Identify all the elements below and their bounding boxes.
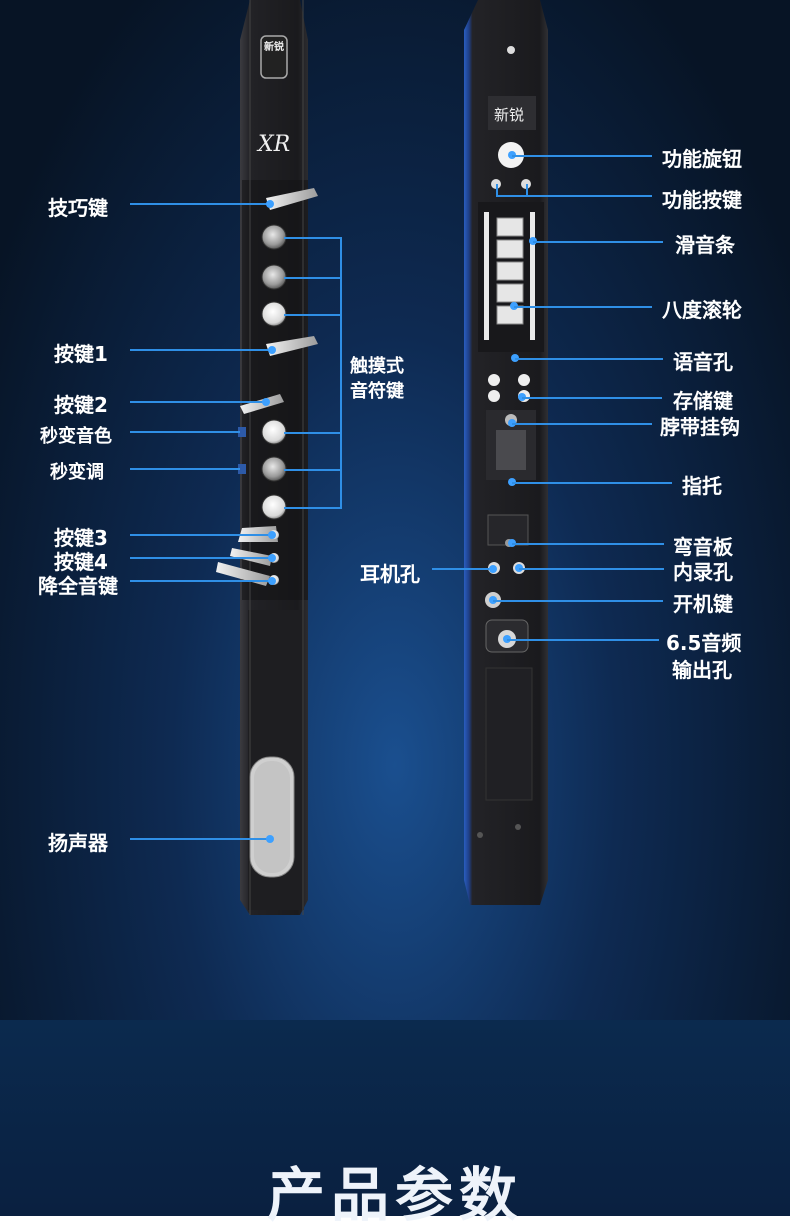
label-voice-hole: 语音孔 <box>673 350 733 374</box>
bracket-vertical <box>340 237 342 509</box>
label-function-knob: 功能旋钮 <box>662 147 742 171</box>
hero-background <box>0 0 790 1020</box>
label-strap-hook: 脖带挂钩 <box>660 415 740 439</box>
leader-dot <box>268 554 276 562</box>
leader-key3 <box>130 534 272 536</box>
leader-thumb-rest <box>512 482 672 484</box>
label-save-key: 存储键 <box>673 389 733 413</box>
label-headphone-jack: 耳机孔 <box>360 562 420 586</box>
label-speaker: 扬声器 <box>48 831 108 855</box>
leader-headphone <box>432 568 492 570</box>
leader-pitch-bend <box>512 543 664 545</box>
bracket-line <box>284 277 342 279</box>
leader-strap-hook <box>512 423 652 425</box>
leader-key1 <box>130 349 272 351</box>
leader-dot <box>268 346 276 354</box>
bracket-line <box>284 314 342 316</box>
leader-function-button-v <box>496 184 498 196</box>
label-skill-key: 技巧键 <box>48 196 108 220</box>
label-internal-record: 内录孔 <box>673 560 733 584</box>
section-background <box>0 1020 790 1216</box>
label-key1: 按键1 <box>54 342 108 366</box>
label-audio-out-2: 输出孔 <box>672 658 732 682</box>
label-glide-strip: 滑音条 <box>675 233 735 257</box>
left-brand-badge: 新锐 <box>264 42 284 53</box>
left-model-logo: XR <box>258 132 291 157</box>
section-title: 产品参数 <box>266 1161 523 1229</box>
label-octave-wheel: 八度滚轮 <box>662 298 742 322</box>
leader-flat-key <box>130 580 272 582</box>
label-instant-key: 秒变调 <box>50 462 104 483</box>
label-key3: 按键3 <box>54 526 108 550</box>
leader-key2 <box>130 401 266 403</box>
leader-voice-hole <box>515 358 663 360</box>
label-pitch-bend: 弯音板 <box>673 535 733 559</box>
label-key4: 按键4 <box>54 550 108 574</box>
leader-instant-timbre <box>130 431 240 433</box>
leader-octave-wheel <box>514 306 652 308</box>
leader-glide-strip <box>533 241 663 243</box>
bracket-line <box>284 432 342 434</box>
label-touch-note-keys-2: 音符键 <box>350 381 404 402</box>
leader-dot <box>262 398 270 406</box>
leader-dot <box>268 577 276 585</box>
leader-key4 <box>130 557 272 559</box>
leader-power-key <box>493 600 663 602</box>
label-instant-timbre: 秒变音色 <box>40 426 112 447</box>
leader-dot <box>489 565 497 573</box>
label-flat-key: 降全音键 <box>38 574 118 598</box>
leader-dot <box>266 835 274 843</box>
bracket-line <box>284 237 342 239</box>
bracket-line <box>284 469 342 471</box>
leader-dot <box>266 200 274 208</box>
label-key2: 按键2 <box>54 393 108 417</box>
label-power-key: 开机键 <box>673 592 733 616</box>
bracket-line <box>284 507 342 509</box>
leader-save-key <box>522 397 662 399</box>
label-function-button: 功能按键 <box>662 188 742 212</box>
label-touch-note-keys-1: 触摸式 <box>350 356 404 377</box>
leader-dot <box>268 531 276 539</box>
label-audio-out-1: 6.5音频 <box>666 631 742 655</box>
leader-instant-key <box>130 468 240 470</box>
leader-internal-record <box>519 568 664 570</box>
leader-skill-key <box>130 203 270 205</box>
right-brand-badge: 新锐 <box>494 106 525 124</box>
leader-function-knob <box>512 155 652 157</box>
leader-function-button-v <box>526 184 528 196</box>
label-thumb-rest: 指托 <box>682 474 722 498</box>
leader-speaker <box>130 838 270 840</box>
leader-function-button <box>496 195 652 197</box>
leader-audio-out <box>507 639 659 641</box>
